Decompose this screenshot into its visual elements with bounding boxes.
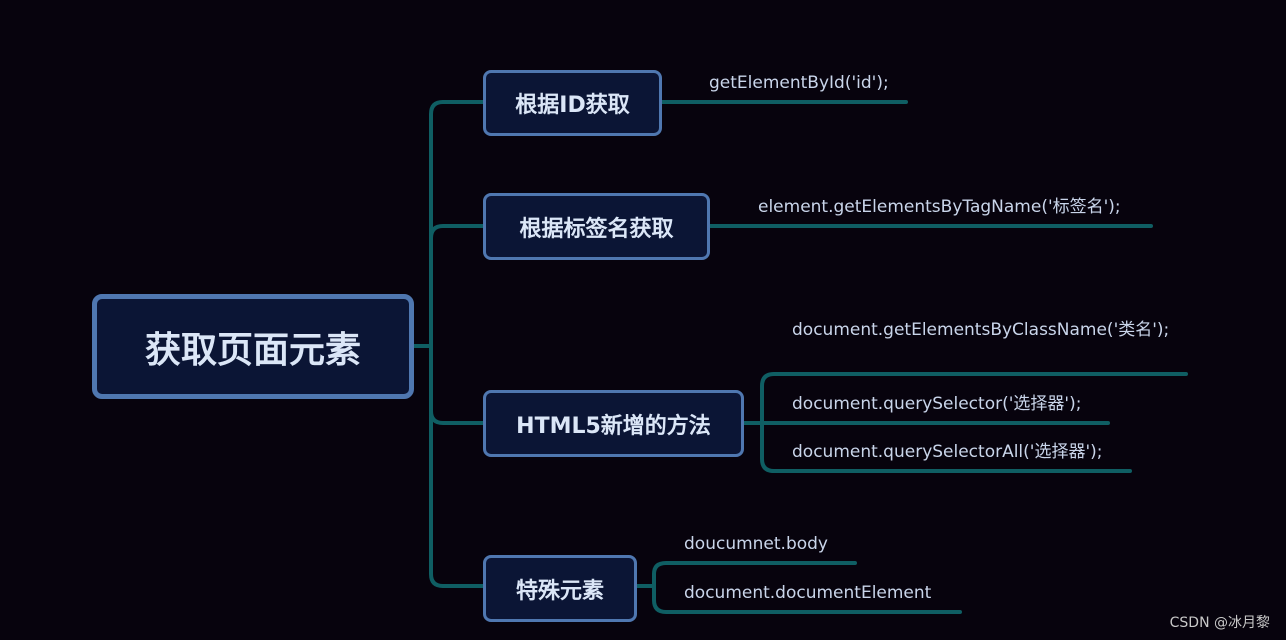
branch-node-label: 根据标签名获取 xyxy=(519,216,674,242)
leaf-get-elements-by-tag-name[interactable]: element.getElementsByTagName('标签名'); xyxy=(758,197,1121,217)
watermark: CSDN @冰月黎 xyxy=(1169,615,1270,631)
connector-branch-2 xyxy=(429,224,485,240)
branch-node-html5-methods[interactable]: HTML5新增的方法 xyxy=(483,390,744,457)
connector-leaf-3-1 xyxy=(760,372,1188,388)
branch-node-label: HTML5新增的方法 xyxy=(516,413,711,439)
connector-leaf-4-2 xyxy=(652,572,962,614)
branch-node-label: 根据ID获取 xyxy=(515,93,630,118)
connector-branch-3 xyxy=(429,409,485,425)
connector-leaf-4-1 xyxy=(652,561,857,576)
connector-trunk xyxy=(429,100,445,588)
leaf-get-elements-by-class-name[interactable]: document.getElementsByClassName('类名'); xyxy=(792,320,1170,340)
branch-node-by-tag-name[interactable]: 根据标签名获取 xyxy=(483,193,710,260)
root-topic-label: 获取页面元素 xyxy=(144,329,361,371)
branch-node-by-id[interactable]: 根据ID获取 xyxy=(483,70,662,136)
branch-node-special-elements[interactable]: 特殊元素 xyxy=(483,555,637,622)
leaf-query-selector[interactable]: document.querySelector('选择器'); xyxy=(792,394,1082,414)
branch-node-label: 特殊元素 xyxy=(515,578,604,604)
leaf-query-selector-all[interactable]: document.querySelectorAll('选择器'); xyxy=(792,442,1103,462)
leaf-document-element[interactable]: document.documentElement xyxy=(684,583,932,603)
leaf-document-body[interactable]: doucumnet.body xyxy=(684,534,828,554)
root-topic[interactable]: 获取页面元素 xyxy=(92,294,414,399)
connector-leaf-3-stem xyxy=(760,384,1132,473)
leaf-get-element-by-id[interactable]: getElementById('id'); xyxy=(709,73,889,93)
